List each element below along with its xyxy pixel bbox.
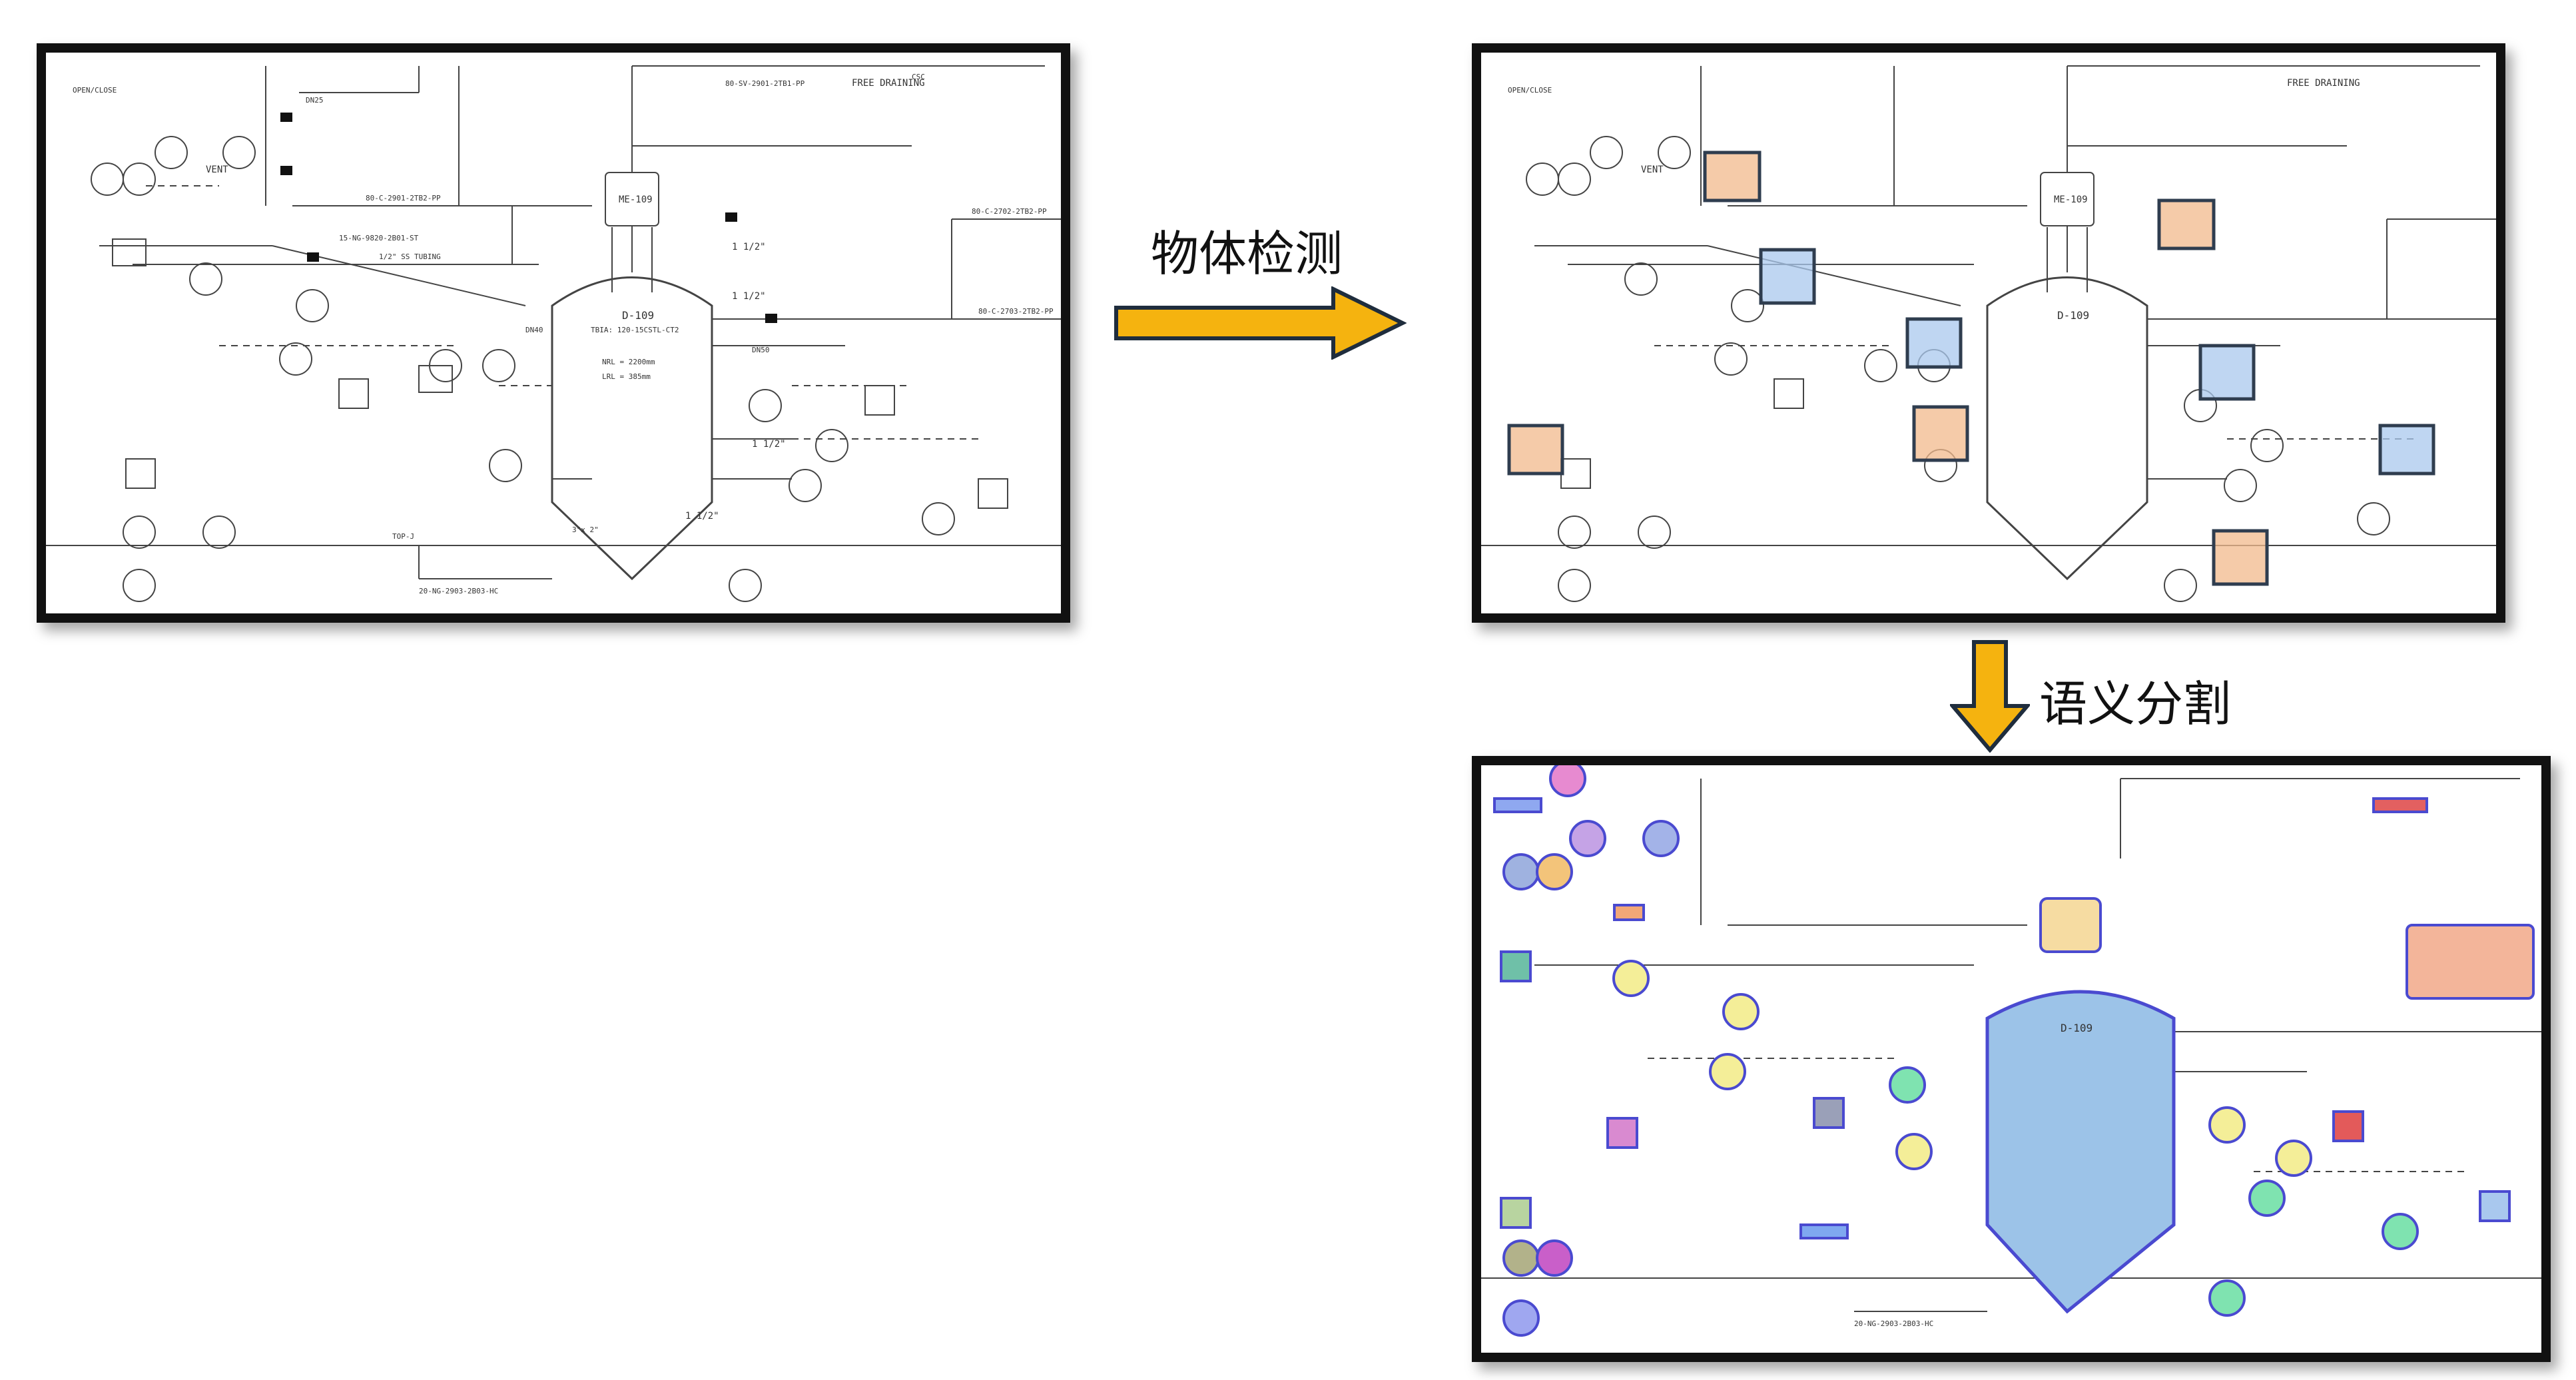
segmented-instrument — [1709, 1053, 1746, 1090]
segmented-instrument — [2275, 1140, 2312, 1177]
detection-box — [1703, 151, 1762, 202]
segmented-instrument — [1613, 904, 1645, 921]
segmented-instrument — [1612, 960, 1650, 997]
detection-box — [1912, 405, 1969, 462]
line-3-text: 1/2" SS TUBING — [379, 252, 441, 261]
segmented-instrument — [1642, 820, 1680, 857]
lrl-text: LRL = 385mm — [602, 372, 651, 381]
ratio-text: 3"x 2" — [572, 525, 599, 534]
size-4-text: 1 1/2" — [685, 511, 719, 521]
size-1-text: 1 1/2" — [732, 242, 766, 252]
line-2-text: 15-NG-9820-2B01-ST — [339, 234, 419, 242]
segmentation-diagram-panel: D-109 20-NG-2903-2B03-HC — [1472, 756, 2551, 1362]
detection-step-label: 物体检测 — [1151, 226, 1343, 282]
detection-box — [1507, 424, 1564, 476]
segmented-vessel — [1985, 990, 2176, 1314]
svg-text:VENT: VENT — [1641, 165, 1664, 175]
segmented-instrument — [1536, 1239, 1573, 1277]
segmented-instrument — [1895, 1133, 1933, 1170]
detection-box — [2198, 344, 2256, 401]
svg-text:D-109: D-109 — [2057, 309, 2089, 322]
segmentation-step-label: 语义分割 — [2039, 676, 2232, 732]
segmented-instrument — [1536, 853, 1573, 890]
size-3-text: 1 1/2" — [752, 439, 786, 450]
original-diagram-panel: ME-109 D-109 TBIA: 120-15CSTL-CT2 NRL = … — [37, 43, 1070, 623]
segmented-instrument — [2479, 1190, 2511, 1222]
line-7-text: 20-NG-2903-2B03-HC — [419, 587, 498, 595]
vessel-spec-text: TBIA: 120-15CSTL-CT2 — [591, 326, 679, 334]
nrl-text: NRL = 2200mm — [602, 358, 655, 366]
vessel-tag-text: D-109 — [622, 309, 654, 322]
segmented-instrument — [1799, 1223, 1849, 1239]
detection-pid-diagram: ME-109 D-109 VENT FREE DRAINING OPEN/CLO… — [1481, 65, 2496, 602]
segmented-instrument — [1889, 1066, 1926, 1104]
dn25-text: DN25 — [306, 96, 324, 105]
down-arrow-icon — [1950, 640, 2030, 753]
segmented-instrument — [2208, 1106, 2246, 1144]
size-2-text: 1 1/2" — [732, 291, 766, 302]
detection-box — [2157, 198, 2216, 250]
detection-box — [1905, 317, 1963, 369]
segmented-instrument — [1500, 1197, 1532, 1229]
segmented-instrument — [2208, 1279, 2246, 1317]
segmented-top-unit — [2039, 897, 2102, 953]
top-tag-text: ME-109 — [619, 194, 653, 205]
top-j-text: TOP-J — [392, 532, 414, 541]
segmented-instrument — [1722, 993, 1760, 1030]
segmented-instrument — [1502, 1299, 1540, 1337]
original-pid-diagram: ME-109 D-109 TBIA: 120-15CSTL-CT2 NRL = … — [46, 65, 1061, 602]
svg-text:20-NG-2903-2B03-HC: 20-NG-2903-2B03-HC — [1854, 1319, 1933, 1328]
segmented-instrument — [2372, 797, 2428, 813]
line-1-text: 80-C-2901-2TB2-PP — [366, 194, 441, 202]
csc-text: CSC — [912, 73, 925, 81]
segmented-instrument — [1606, 1117, 1638, 1149]
dn40-text: DN40 — [525, 326, 543, 334]
line-6-text: 80-C-2703-2TB2-PP — [978, 307, 1054, 316]
segmented-instrument — [2248, 1180, 2286, 1217]
detection-box — [2378, 424, 2435, 476]
svg-text:ME-109: ME-109 — [2054, 194, 2088, 205]
segmented-instrument — [2382, 1213, 2419, 1250]
open-close-text: OPEN/CLOSE — [73, 86, 117, 95]
segmented-instrument — [1500, 950, 1532, 982]
vent-text: VENT — [206, 165, 228, 175]
segmented-instrument — [1502, 1239, 1540, 1277]
dn50-text: DN50 — [752, 346, 770, 354]
segmented-instrument — [2332, 1110, 2364, 1142]
segmentation-pid-diagram: D-109 20-NG-2903-2B03-HC — [1481, 765, 2541, 1337]
seg-vessel-tag-text: D-109 — [2061, 1022, 2093, 1034]
right-arrow-icon — [1114, 286, 1407, 360]
segmented-instrument — [1502, 853, 1540, 890]
svg-text:FREE DRAINING: FREE DRAINING — [2287, 78, 2360, 89]
detection-diagram-panel: ME-109 D-109 VENT FREE DRAINING OPEN/CLO… — [1472, 43, 2505, 623]
line-4-text: 80-SV-2901-2TB1-PP — [725, 79, 805, 88]
detection-box — [1759, 248, 1816, 305]
detection-box — [2212, 529, 2269, 586]
free-draining-text: FREE DRAINING — [852, 78, 925, 89]
segmented-instrument — [1549, 765, 1586, 797]
segmented-instrument — [1569, 820, 1606, 857]
segmented-instrument — [1813, 1097, 1845, 1129]
segmented-instrument — [1493, 797, 1542, 813]
line-5-text: 80-C-2702-2TB2-PP — [972, 207, 1047, 216]
svg-text:OPEN/CLOSE: OPEN/CLOSE — [1508, 86, 1552, 95]
segmented-block — [2406, 924, 2535, 1000]
